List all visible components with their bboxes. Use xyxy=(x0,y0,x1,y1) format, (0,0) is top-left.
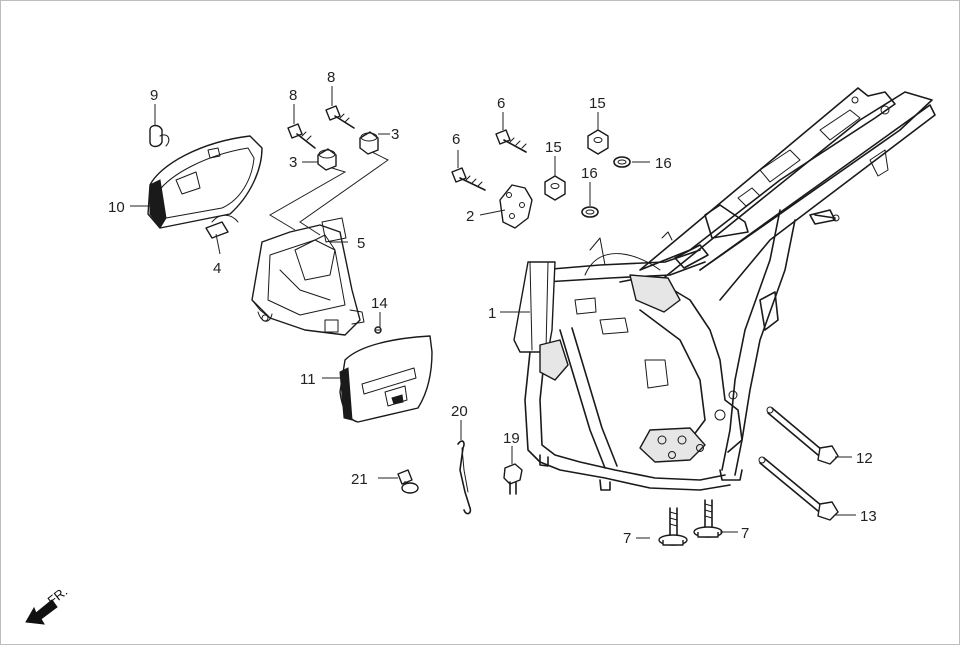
leader-lines xyxy=(130,86,856,539)
callout-7-right: 7 xyxy=(741,525,749,542)
callout-labels: 1 2 3 3 4 5 6 6 7 7 8 8 9 10 11 12 13 14… xyxy=(108,69,877,547)
callout-9: 9 xyxy=(150,87,158,104)
bolt-8-right xyxy=(325,105,355,129)
callout-7-left: 7 xyxy=(623,530,631,547)
callout-4: 4 xyxy=(213,260,221,277)
callout-3-lower: 3 xyxy=(289,154,297,171)
collar-upper xyxy=(359,131,379,155)
routing-line-a xyxy=(269,167,347,231)
callout-5: 5 xyxy=(357,235,365,252)
clip xyxy=(205,214,239,239)
callout-19: 19 xyxy=(503,430,520,447)
callout-1: 1 xyxy=(488,305,496,322)
collar-lower xyxy=(317,148,337,171)
callout-6-left: 6 xyxy=(452,131,460,148)
flange-bolt-7-left xyxy=(658,507,688,546)
front-direction-indicator: FR. xyxy=(25,584,70,625)
bolt-21 xyxy=(397,469,419,494)
callout-13: 13 xyxy=(860,508,877,525)
flange-bolt-7-right xyxy=(693,499,723,538)
bolt-19 xyxy=(503,463,523,495)
callout-15-lower: 15 xyxy=(545,139,562,156)
callout-2: 2 xyxy=(466,208,474,225)
grommet xyxy=(149,124,170,148)
routing-line-b xyxy=(299,151,389,236)
callout-20: 20 xyxy=(451,403,468,420)
callout-8-left: 8 xyxy=(289,87,297,104)
spring-washer-16-lower xyxy=(581,206,599,218)
callout-10: 10 xyxy=(108,199,125,216)
callout-6-right: 6 xyxy=(497,95,505,112)
bolt-6-right xyxy=(495,129,527,153)
wire-spring-20 xyxy=(457,440,472,515)
front-arrow-icon xyxy=(25,599,58,625)
callout-14: 14 xyxy=(371,295,388,312)
air-box-housing xyxy=(251,217,365,336)
nut-15-upper xyxy=(587,129,609,155)
long-bolt-12 xyxy=(766,406,839,465)
long-bolt-13 xyxy=(758,456,839,521)
callout-11: 11 xyxy=(300,371,316,388)
bolt-6-left xyxy=(451,167,486,191)
callout-8-right: 8 xyxy=(327,69,335,86)
side-cover-right xyxy=(339,335,433,423)
side-cover-left xyxy=(147,135,263,229)
main-frame xyxy=(513,87,936,491)
callout-16-upper: 16 xyxy=(655,155,672,172)
screw-14 xyxy=(374,326,382,334)
callout-15-upper: 15 xyxy=(589,95,606,112)
callout-16-lower: 16 xyxy=(581,165,598,182)
nut-15-lower xyxy=(544,175,566,201)
callout-12: 12 xyxy=(856,450,873,467)
callout-21: 21 xyxy=(351,471,368,488)
bolt-8-left xyxy=(287,123,316,149)
spring-washer-16-upper xyxy=(613,156,631,168)
callout-3-upper: 3 xyxy=(391,126,399,143)
bracket-plate xyxy=(499,184,533,229)
